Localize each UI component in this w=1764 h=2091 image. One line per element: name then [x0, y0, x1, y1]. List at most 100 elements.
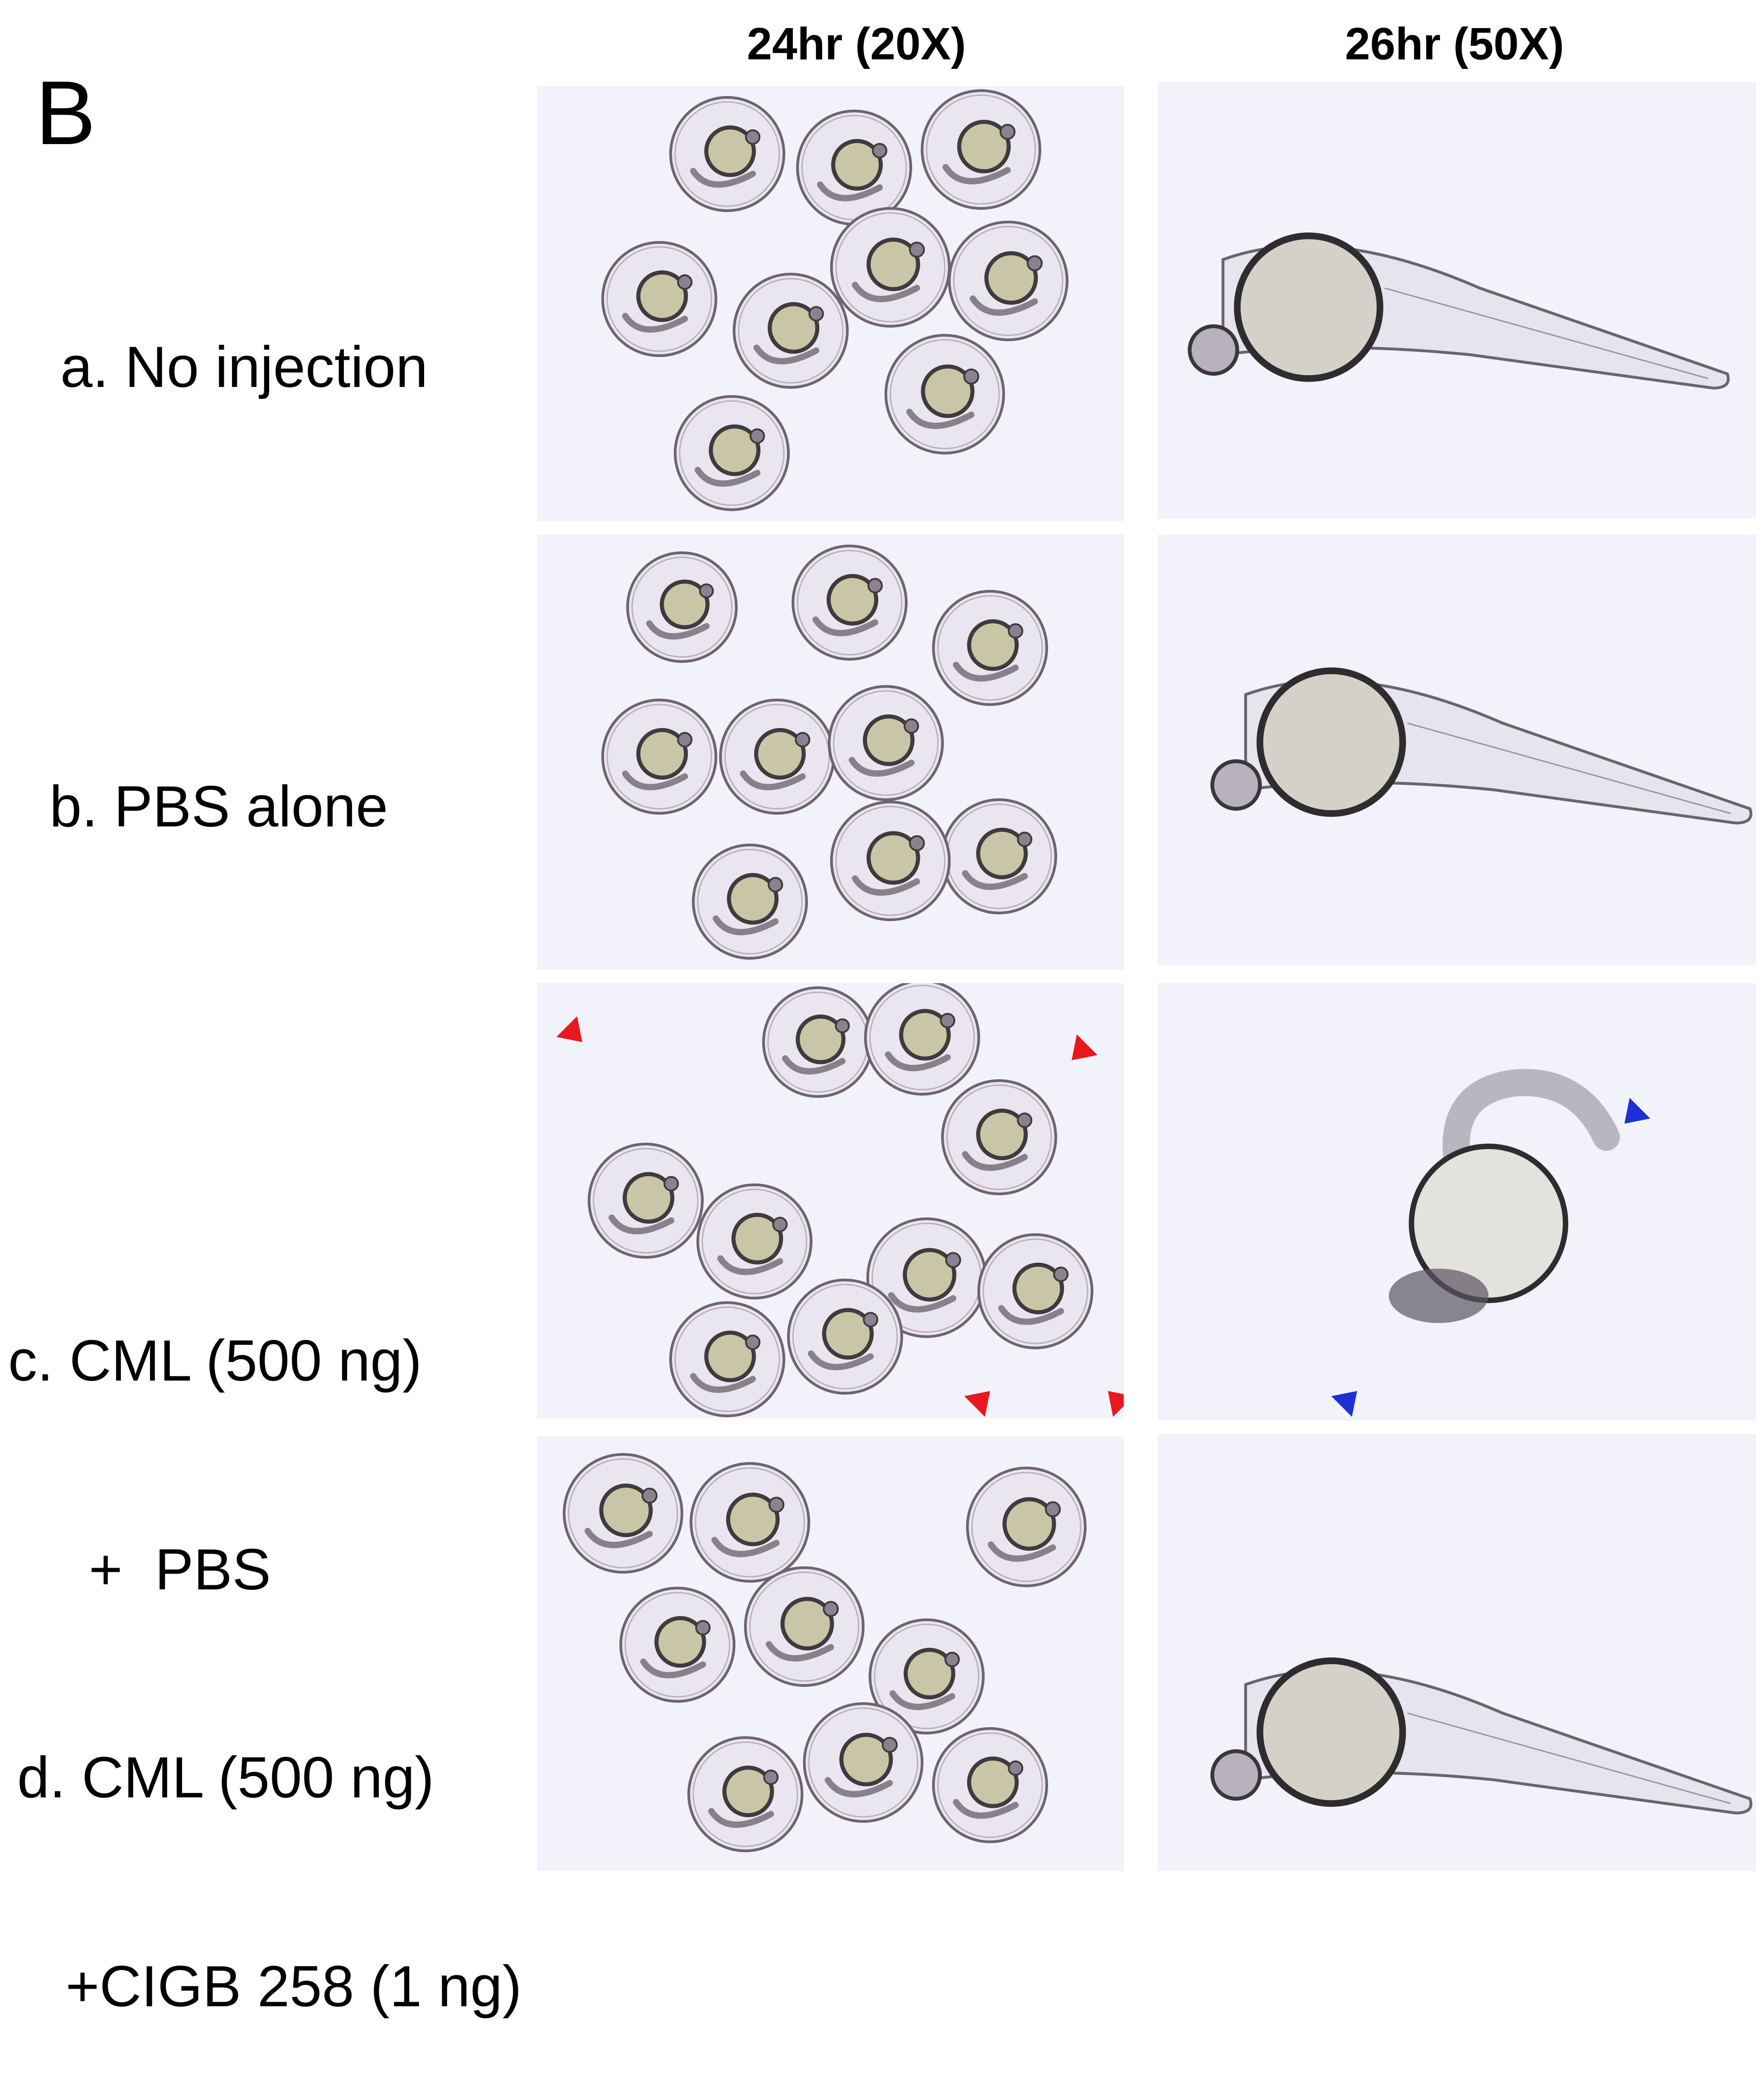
- eye: [808, 306, 824, 322]
- embryo-chorion: [687, 1736, 803, 1852]
- yolk: [899, 1009, 951, 1061]
- yolk-sac: [1257, 667, 1406, 817]
- yolk: [976, 827, 1028, 879]
- embryo-chorion: [941, 798, 1057, 914]
- eye: [1044, 1501, 1061, 1517]
- arrowhead-marker: [1108, 1391, 1124, 1417]
- yolk: [866, 831, 920, 885]
- yolk: [904, 1647, 956, 1700]
- panel-letter: B: [35, 63, 96, 164]
- yolk: [1012, 1262, 1064, 1314]
- larva: [1210, 667, 1753, 825]
- embryo-chorion: [932, 1727, 1048, 1843]
- eye: [795, 732, 811, 748]
- row-label-d-line2: +CIGB 258 (1 ng): [17, 1954, 522, 2019]
- embryo-chorion: [762, 986, 874, 1098]
- yolk: [731, 1212, 783, 1265]
- embryo-chorion: [792, 545, 908, 661]
- yolk: [780, 1597, 834, 1651]
- yolk: [822, 1308, 874, 1360]
- micrograph-c-24hr: [537, 983, 1124, 1418]
- larva: [1210, 1657, 1753, 1815]
- embryo-chorion: [977, 1233, 1093, 1349]
- eye: [909, 241, 925, 258]
- embryo-chorion: [941, 1079, 1057, 1195]
- eye: [863, 1312, 879, 1328]
- micrograph-b-26hr: [1158, 535, 1756, 965]
- row-label-c: c. CML (500 ng) + PBS: [8, 1187, 422, 1674]
- embryo-chorion: [690, 1462, 810, 1583]
- embryo-chorion: [932, 590, 1048, 706]
- yolk: [660, 579, 710, 629]
- embryo-chorion: [948, 221, 1068, 341]
- embryo-chorion: [619, 1587, 735, 1703]
- eye: [999, 124, 1016, 140]
- yolk: [623, 1172, 675, 1224]
- row-label-a-line1: a. No injection: [60, 334, 428, 400]
- arrowhead-marker: [1624, 1098, 1650, 1124]
- eye: [1210, 759, 1262, 811]
- head: [1389, 1269, 1489, 1323]
- yolk: [599, 1483, 653, 1537]
- yolk: [826, 574, 879, 626]
- yolk: [866, 237, 920, 291]
- embryo-chorion: [601, 699, 717, 815]
- embryo-chorion: [669, 1301, 785, 1417]
- arrowhead-marker: [556, 1016, 582, 1042]
- yolk: [921, 364, 975, 418]
- micrograph-b-24hr: [537, 535, 1124, 970]
- embryo-chorion: [601, 241, 717, 357]
- yolk: [967, 619, 1019, 671]
- row-label-b: b. PBS alone: [17, 702, 388, 841]
- yolk: [831, 139, 883, 191]
- eye: [699, 583, 714, 599]
- eye: [763, 1769, 779, 1785]
- embryo-chorion: [921, 89, 1041, 210]
- row-label-c-line2: + PBS: [8, 1537, 271, 1602]
- row-label-d: d. CML (500 ng) +CIGB 258 (1 ng): [17, 1604, 522, 2091]
- eye: [822, 1601, 839, 1617]
- larva: [1389, 1069, 1620, 1323]
- eye: [945, 1252, 962, 1268]
- arrowhead-marker: [1331, 1391, 1357, 1417]
- embryo-chorion: [830, 207, 951, 328]
- embryo-chorion: [692, 844, 808, 960]
- eye: [835, 1018, 850, 1033]
- row-label-a: a. No injection: [28, 263, 428, 402]
- yolk: [957, 120, 1011, 174]
- yolk: [727, 873, 779, 925]
- yolk: [709, 424, 761, 476]
- eye: [1210, 1749, 1262, 1801]
- eye: [881, 1737, 898, 1753]
- eye: [745, 1334, 761, 1350]
- eye: [745, 129, 761, 145]
- embryo-chorion: [828, 685, 944, 801]
- yolk: [1002, 1497, 1056, 1551]
- eye: [872, 143, 888, 159]
- arrowhead-marker: [964, 1391, 990, 1417]
- yolk-sac: [1234, 232, 1383, 382]
- embryo-chorion: [866, 1217, 987, 1338]
- eye: [677, 274, 693, 290]
- yolk: [636, 728, 688, 780]
- eye: [663, 1176, 679, 1192]
- yolk: [636, 270, 688, 322]
- embryo-chorion: [719, 699, 835, 815]
- row-label-c-line1: c. CML (500 ng): [8, 1328, 422, 1394]
- eye: [749, 428, 765, 444]
- larva: [1188, 232, 1730, 390]
- micrograph-c-26hr: [1158, 983, 1756, 1420]
- eye: [944, 1652, 960, 1667]
- eye: [768, 877, 783, 893]
- eye: [1008, 623, 1024, 639]
- embryo-chorion: [869, 1618, 985, 1734]
- yolk: [903, 1248, 957, 1302]
- eye: [641, 1487, 658, 1504]
- yolk: [967, 1756, 1019, 1808]
- yolk: [726, 1492, 780, 1546]
- embryo-chorion: [864, 983, 980, 1096]
- eye: [1017, 831, 1033, 847]
- embryo-chorion: [674, 395, 790, 511]
- yolk: [704, 1330, 756, 1382]
- embryo-chorion: [563, 1453, 683, 1574]
